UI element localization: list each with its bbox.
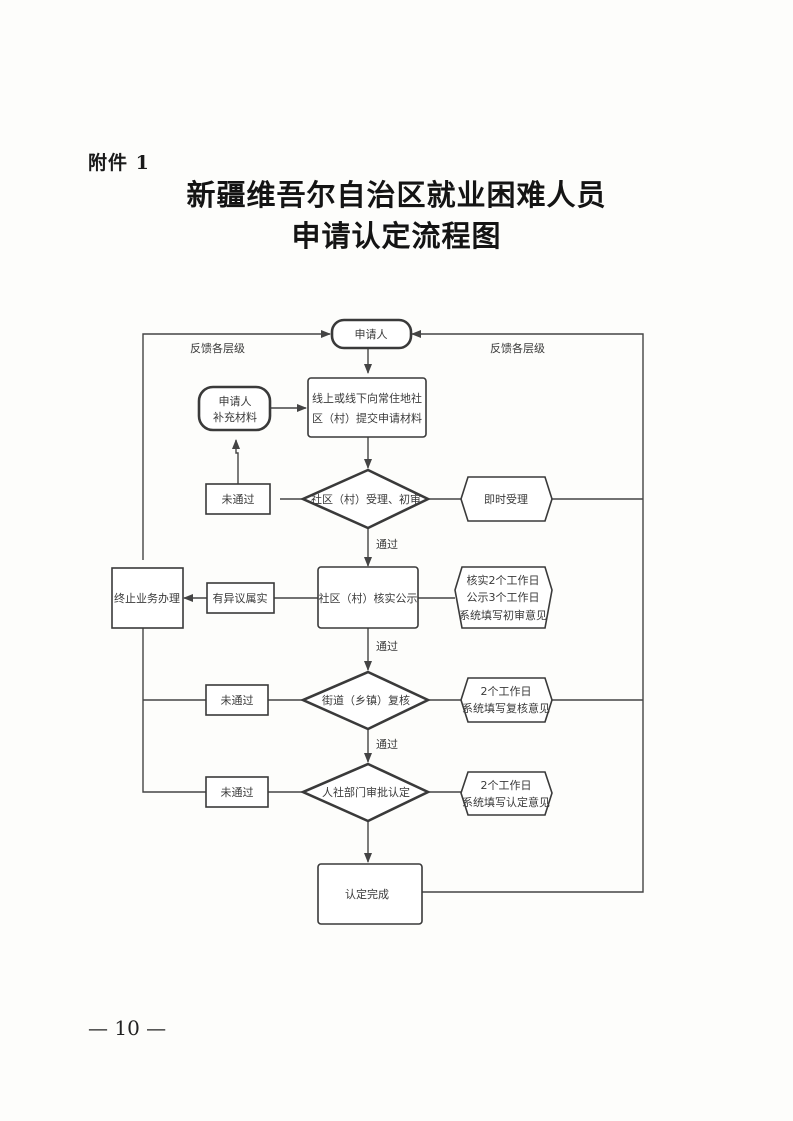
page-number: — 10 — [88, 1016, 167, 1040]
fail1-node: 未通过 [205, 483, 271, 515]
complete-label: 认定完成 [345, 887, 389, 901]
line-terminate-fail3 [142, 628, 206, 793]
review-note-node: 2个工作日 系统填写复核意见 [460, 677, 553, 723]
approve-note-1: 2个工作日 [481, 779, 532, 792]
document-title-line2: 申请认定流程图 [291, 219, 502, 253]
fail3-node: 未通过 [205, 776, 269, 808]
terminate-label: 终止业务办理 [114, 591, 180, 605]
fail2-node: 未通过 [205, 684, 269, 716]
pass2-label: 通过 [376, 640, 398, 653]
decision1-node: 社区（村）受理、初审 [299, 468, 431, 530]
decision3-label: 人社部门审批认定 [322, 785, 410, 799]
objection-label: 有异议属实 [213, 591, 268, 605]
submit-node: 线上或线下向常住地社 区（村）提交申请材料 [307, 377, 427, 438]
feedback-left-arrow [142, 330, 331, 560]
submit-label-1: 线上或线下向常住地社 [312, 391, 422, 405]
fail3-label: 未通过 [221, 786, 254, 799]
supplement-node: 申请人 补充材料 [197, 385, 272, 432]
connectors [142, 330, 644, 893]
fail2-label: 未通过 [221, 694, 254, 707]
arrow-fail1-supplement [232, 439, 240, 484]
objection-node: 有异议属实 [206, 582, 275, 614]
approve-note-node: 2个工作日 系统填写认定意见 [460, 771, 553, 816]
complete-node: 认定完成 [317, 863, 423, 925]
decision2-label: 街道（乡镇）复核 [322, 693, 410, 707]
review-note-1: 2个工作日 [481, 685, 532, 698]
publicity-node: 社区（村）核实公示 [317, 566, 419, 629]
publicity-note-1: 核实2个工作日 [467, 573, 540, 587]
instant-accept-node: 即时受理 [460, 476, 553, 522]
instant-accept-label: 即时受理 [484, 493, 528, 506]
applicant-label: 申请人 [355, 328, 388, 341]
attachment-label: 附件 1 [88, 152, 150, 174]
fail1-label: 未通过 [222, 493, 255, 506]
pass3-label: 通过 [376, 738, 398, 751]
terminate-node: 终止业务办理 [111, 567, 184, 629]
publicity-note-node: 核实2个工作日 公示3个工作日 系统填写初审意见 [454, 566, 553, 629]
decision2-node: 街道（乡镇）复核 [299, 670, 432, 731]
feedback-left-label: 反馈各层级 [190, 341, 245, 355]
decision1-label: 社区（村）受理、初审 [311, 492, 421, 506]
publicity-note-3: 系统填写初审意见 [459, 608, 547, 622]
review-note-2: 系统填写复核意见 [462, 701, 550, 715]
feedback-right-label: 反馈各层级 [490, 341, 545, 355]
applicant-node: 申请人 [330, 318, 413, 350]
pass1-label: 通过 [376, 538, 398, 551]
publicity-note-2: 公示3个工作日 [467, 591, 540, 604]
supplement-label-2: 补充材料 [213, 410, 257, 424]
supplement-label-1: 申请人 [219, 395, 252, 408]
approve-note-2: 系统填写认定意见 [462, 795, 550, 809]
decision3-node: 人社部门审批认定 [299, 762, 432, 823]
feedback-right-arrow [411, 330, 644, 893]
publicity-label: 社区（村）核实公示 [319, 591, 418, 605]
submit-label-2: 区（村）提交申请材料 [312, 411, 422, 425]
document-title-line1: 新疆维吾尔自治区就业困难人员 [186, 178, 607, 212]
